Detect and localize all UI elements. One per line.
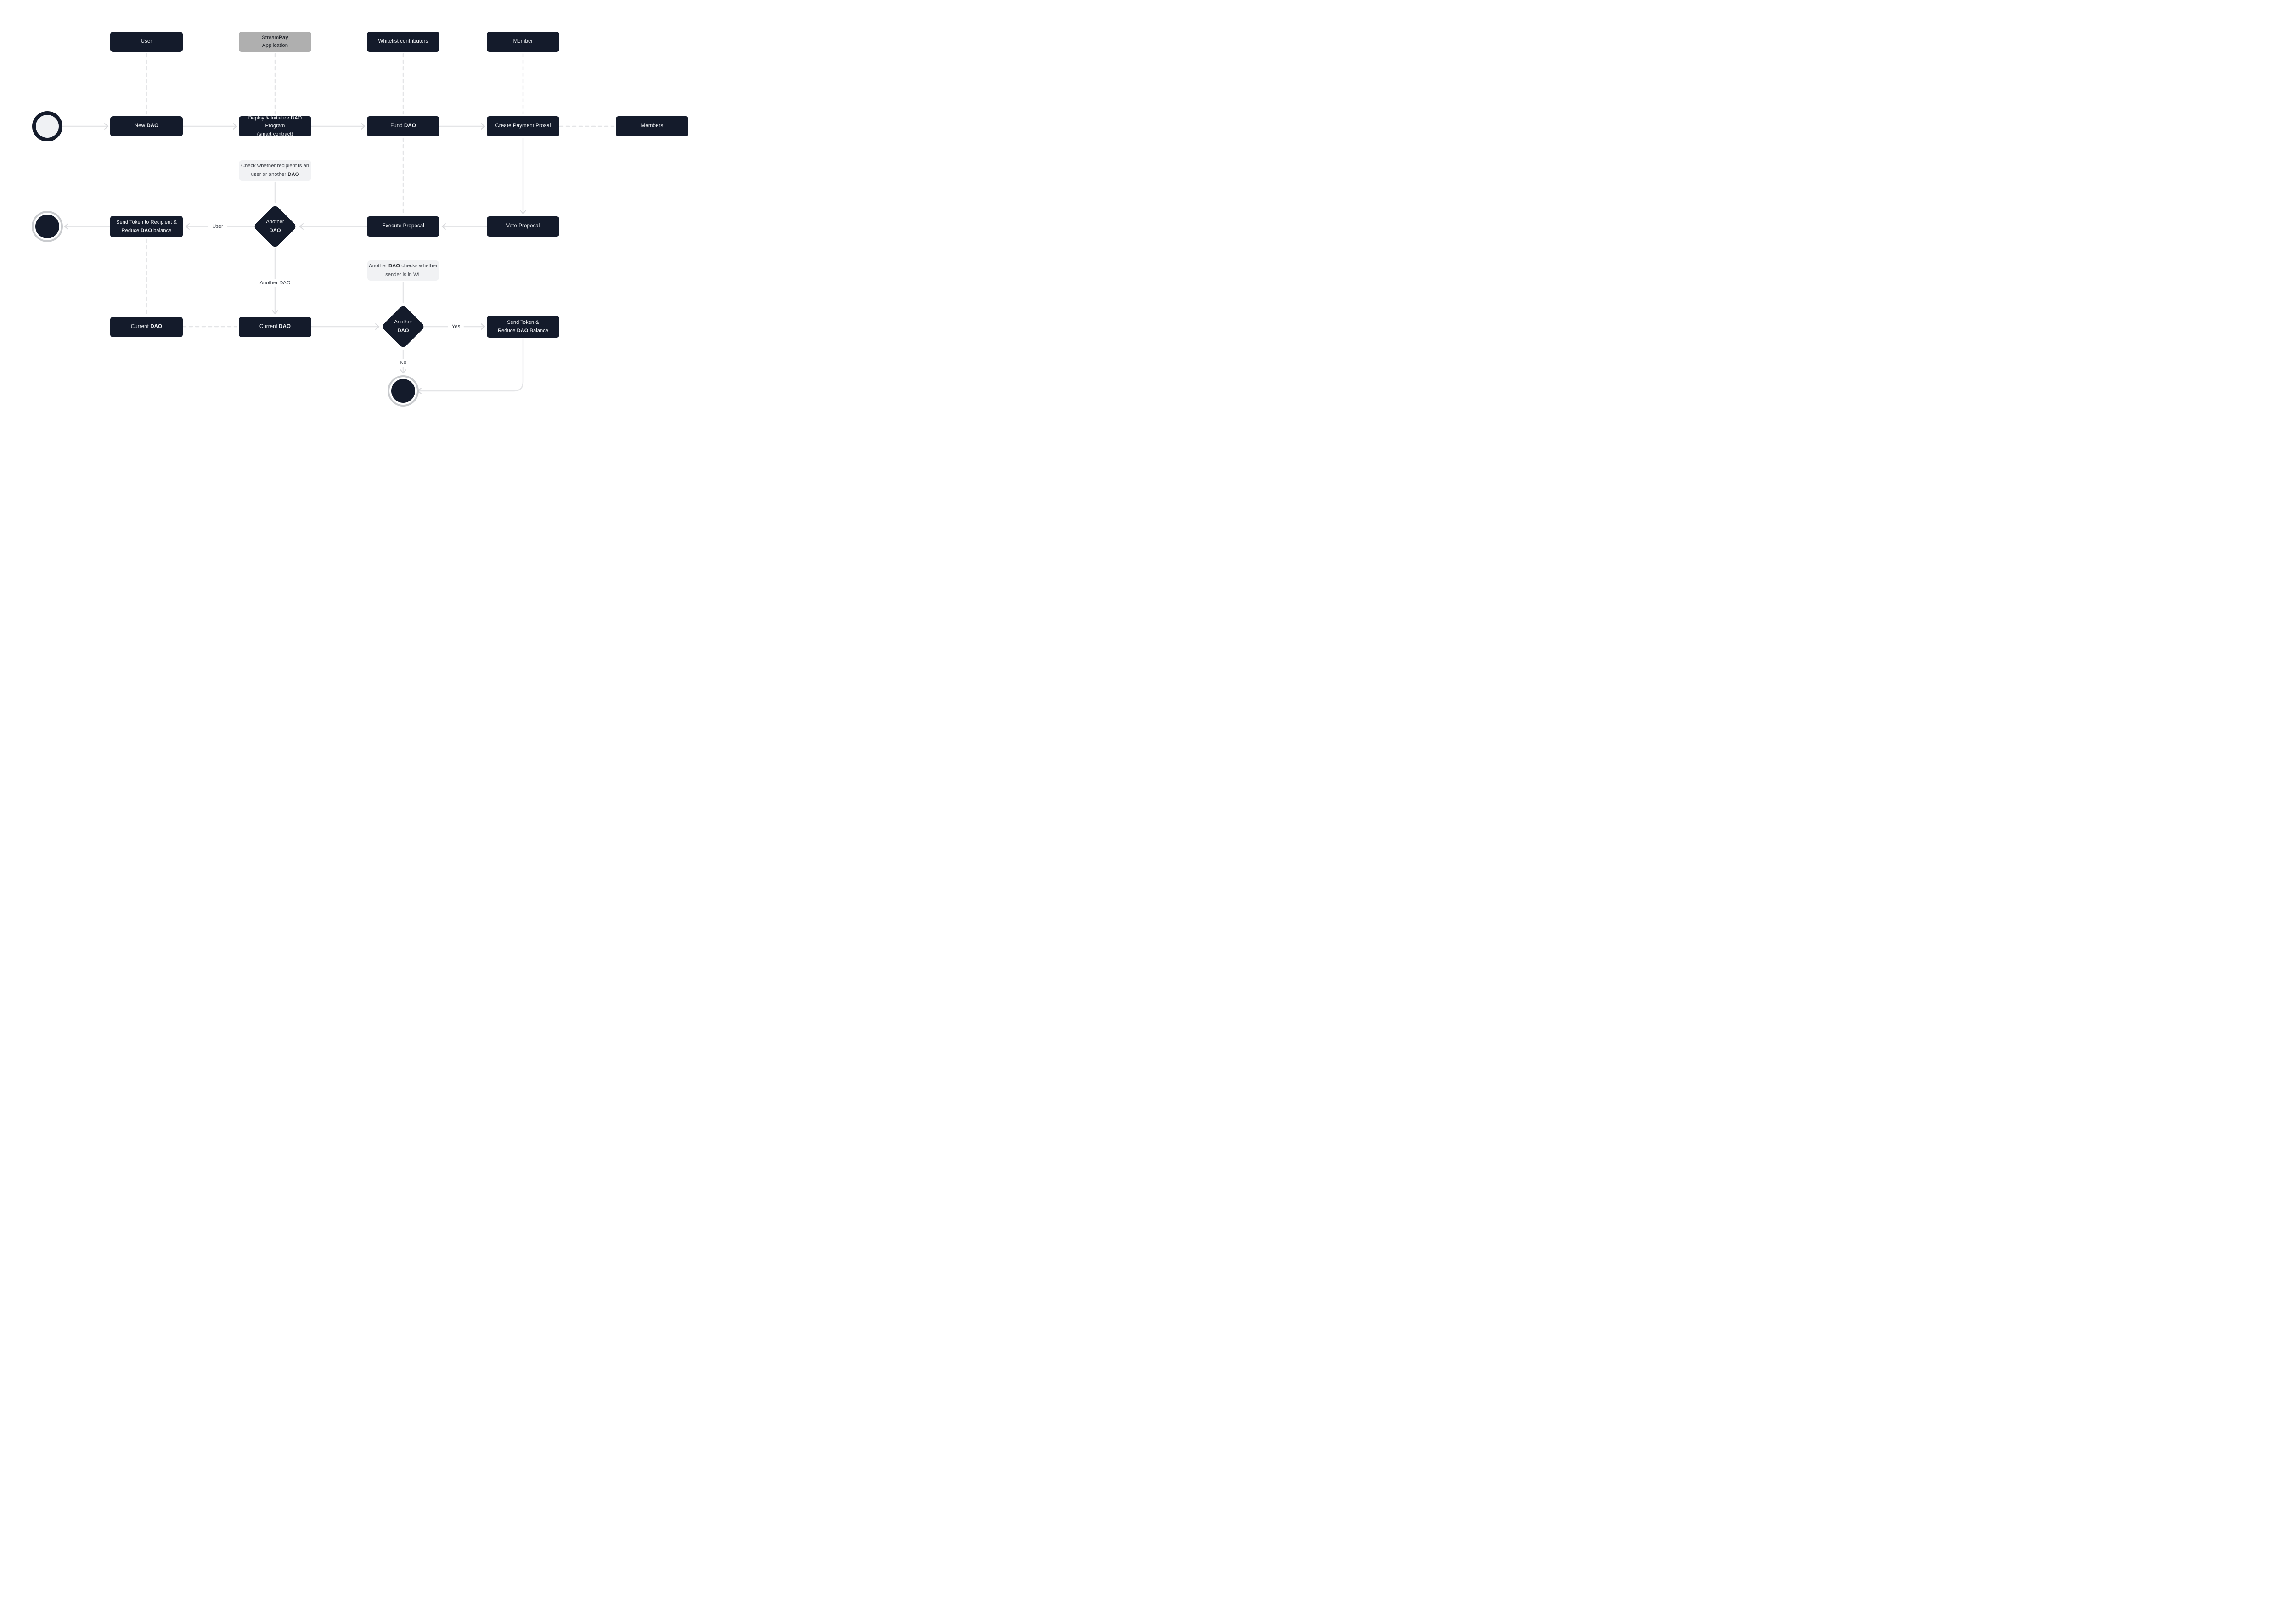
lane-header-user-label: User bbox=[141, 39, 152, 45]
connector-layer bbox=[62, 53, 615, 394]
end-circle-1 bbox=[35, 215, 59, 238]
edge-label-yes: Yes bbox=[448, 323, 464, 330]
edge-label-no: No bbox=[396, 359, 411, 367]
node-current-dao-right: Current DAO bbox=[239, 317, 311, 337]
end-circle-2 bbox=[391, 379, 415, 403]
node-execute-proposal: Execute Proposal bbox=[367, 216, 439, 237]
edge-label-user: User bbox=[208, 223, 227, 230]
start-circle bbox=[32, 111, 62, 141]
node-vote-proposal: Vote Proposal bbox=[487, 216, 559, 237]
lane-header-user: User bbox=[110, 32, 183, 52]
node-send-token-recipient: Send Token to Recipient & Reduce DAO bal… bbox=[110, 216, 183, 237]
flowchart-canvas: { "lanes": { "user": { "label": "User" }… bbox=[0, 0, 720, 437]
lane-header-streampay-line2: Application bbox=[262, 43, 288, 48]
edge-label-another-dao: Another DAO bbox=[256, 279, 294, 287]
lane-header-member-label: Member bbox=[513, 39, 533, 45]
node-deploy-initialize: Deploy & Initialize DAO Program (smart c… bbox=[239, 115, 311, 137]
decision-another-dao-1: Another DAO bbox=[253, 204, 298, 249]
note-another-dao-checks-wl: Another DAO checks whether sender is in … bbox=[367, 260, 439, 281]
lane-header-member: Member bbox=[487, 32, 559, 52]
decision-another-dao-2: Another DAO bbox=[381, 304, 426, 349]
node-fund-dao: Fund DAO bbox=[367, 116, 439, 136]
node-current-dao-left: Current DAO bbox=[110, 317, 183, 337]
node-create-payment-proposal: Create Payment Prosal bbox=[487, 116, 559, 136]
note-check-recipient: Check whether recipient is an user or an… bbox=[239, 160, 311, 181]
lane-header-streampay-line1: StreamPay bbox=[262, 34, 288, 40]
edge-sendtokenbalance-to-end2 bbox=[417, 338, 524, 394]
node-new-dao: New DAO bbox=[110, 116, 183, 136]
lane-header-whitelist-label: Whitelist contributors bbox=[378, 39, 428, 45]
node-members: Members bbox=[616, 116, 688, 136]
node-send-token-balance: Send Token & Reduce DAO Balance bbox=[487, 316, 559, 338]
lane-header-whitelist: Whitelist contributors bbox=[367, 32, 439, 52]
lane-header-streampay: StreamPay Application bbox=[239, 32, 311, 52]
